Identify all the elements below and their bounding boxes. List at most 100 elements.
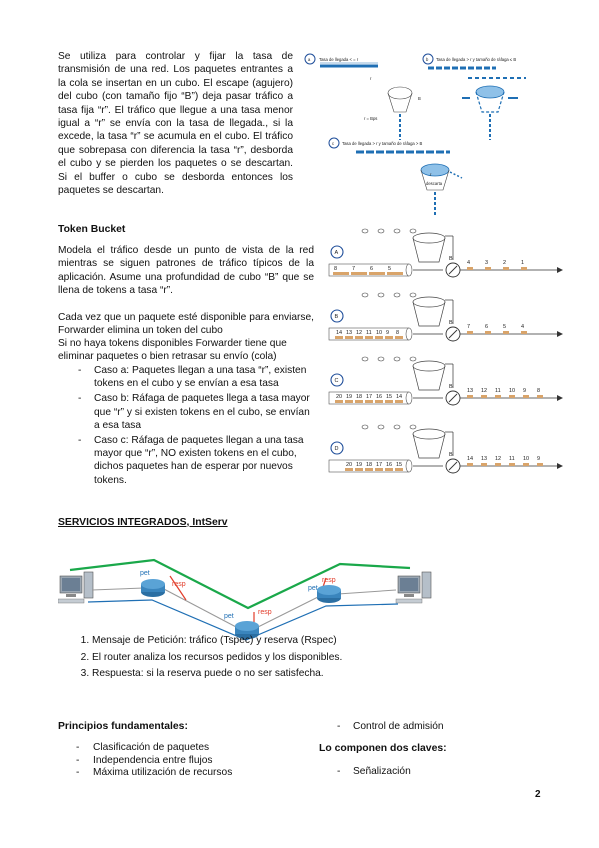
case-a-b: B (418, 96, 421, 101)
queue-packet (345, 468, 353, 471)
queue-packet-label: 20 (346, 462, 352, 468)
case-c-r: r (430, 172, 432, 177)
output-packet (467, 267, 473, 270)
pet-label-1: pet (140, 570, 150, 577)
case-a-r: r (370, 76, 372, 81)
pet-label-3: pet (308, 585, 318, 592)
output-packet (495, 463, 501, 466)
principle-3: -Máxima utilización de recursos (76, 767, 233, 779)
queue-packet-label: 8 (396, 330, 399, 336)
token-drop (393, 292, 401, 298)
queue-packet (335, 400, 343, 403)
queue-packet-label: 13 (346, 330, 352, 336)
bucket-icon (412, 301, 446, 327)
bucket-b-label: B (449, 320, 453, 326)
queue-packet (355, 400, 363, 403)
output-packet-label: 10 (509, 388, 515, 394)
case-marker (330, 373, 344, 387)
case-marker (330, 245, 344, 259)
token-bucket-title: Token Bucket (58, 224, 126, 235)
queue-packet (345, 400, 353, 403)
queue-packet-label: 7 (352, 266, 355, 272)
output-packet (481, 395, 487, 398)
router-1-icon (141, 579, 165, 597)
case-letter: C (335, 378, 339, 384)
token-drop (377, 228, 385, 234)
output-packet-label: 12 (495, 456, 501, 462)
output-packet-label: 10 (523, 456, 529, 462)
output-packet (481, 463, 487, 466)
pipe-end (405, 391, 413, 405)
token-drop (361, 292, 369, 298)
case-a-text: Caso a: Paquetes llegan a una tasa “r”, … (94, 365, 307, 390)
gate-needle (448, 393, 458, 403)
output-arrow (557, 395, 563, 401)
principles-title: Principios fundamentales: (58, 721, 188, 732)
queue-packet-label: 9 (386, 330, 389, 336)
principles-list: -Clasificación de paquetes -Independenci… (76, 742, 232, 780)
signaling-item: -Señalización (337, 766, 411, 777)
output-packet (521, 267, 527, 270)
output-packet-label: 4 (467, 260, 470, 266)
output-packet (523, 395, 529, 398)
step-2: El router analiza los recursos pedidos y… (92, 650, 342, 667)
queue-packet-label: 15 (386, 394, 392, 400)
case-b-text: Caso b: Ráfaga de paquetes llega a tasa … (94, 393, 310, 431)
token-drop (377, 356, 385, 362)
queue-packet-label: 6 (370, 266, 373, 272)
queue-packet-label: 17 (376, 462, 382, 468)
principle-1-text: Clasificación de paquetes (93, 742, 210, 753)
token-paragraph-3: Si no haya tokens disponibles Forwarder … (58, 338, 287, 363)
queue-packet (355, 336, 363, 339)
output-arrow (557, 463, 563, 469)
output-packet-label: 2 (503, 260, 506, 266)
token-drop (393, 424, 401, 430)
queue-packet-label: 15 (396, 462, 402, 468)
token-drop (361, 228, 369, 234)
queue-packet (365, 336, 373, 339)
page-number: 2 (535, 789, 541, 800)
queue-packet (365, 468, 373, 471)
pet-label-2: pet (224, 613, 234, 620)
pipe-end (405, 327, 413, 341)
case-b-letter: b (426, 57, 429, 62)
bucket-icon (412, 365, 446, 391)
resp-label-1: resp (172, 581, 186, 588)
signaling-text: Señalización (353, 766, 411, 777)
queue-packet-label: 11 (366, 330, 372, 336)
gate-needle (448, 329, 458, 339)
output-packet (537, 463, 543, 466)
token-drop (409, 228, 417, 234)
admission-control-item: -Control de admisión (337, 721, 444, 732)
principle-3-text: Máxima utilización de recursos (93, 767, 233, 779)
queue-packet (395, 468, 403, 471)
output-packet-label: 6 (485, 324, 488, 330)
queue-packet (375, 400, 383, 403)
queue-packet (385, 336, 393, 339)
queue-packet (387, 272, 403, 275)
output-packet (509, 463, 515, 466)
output-packet-label: 8 (537, 388, 540, 394)
case-letter: A (335, 250, 339, 256)
output-packet-label: 9 (523, 388, 526, 394)
bucket-rim (412, 296, 446, 308)
queue-packet-label: 18 (356, 394, 362, 400)
case-c-text: Caso c: Ráfaga de paquetes llegan a una … (94, 435, 304, 486)
token-drop (377, 424, 385, 430)
bucket-rim (412, 360, 446, 372)
admission-control-text: Control de admisión (353, 721, 444, 732)
queue-packet-label: 12 (356, 330, 362, 336)
output-packet (467, 331, 473, 334)
output-packet-label: 14 (467, 456, 473, 462)
queue-packet (375, 336, 383, 339)
output-packet (537, 395, 543, 398)
host-right-icon (395, 571, 432, 604)
petition-path (69, 558, 411, 610)
queue-packet-label: 18 (366, 462, 372, 468)
router-3-icon (317, 585, 341, 603)
case-a-label: Tasa de llegada < = r (319, 57, 359, 62)
gate-needle (448, 461, 458, 471)
queue-packet (369, 272, 385, 275)
queue-packet-label: 16 (376, 394, 382, 400)
queue-packet-label: 16 (386, 462, 392, 468)
